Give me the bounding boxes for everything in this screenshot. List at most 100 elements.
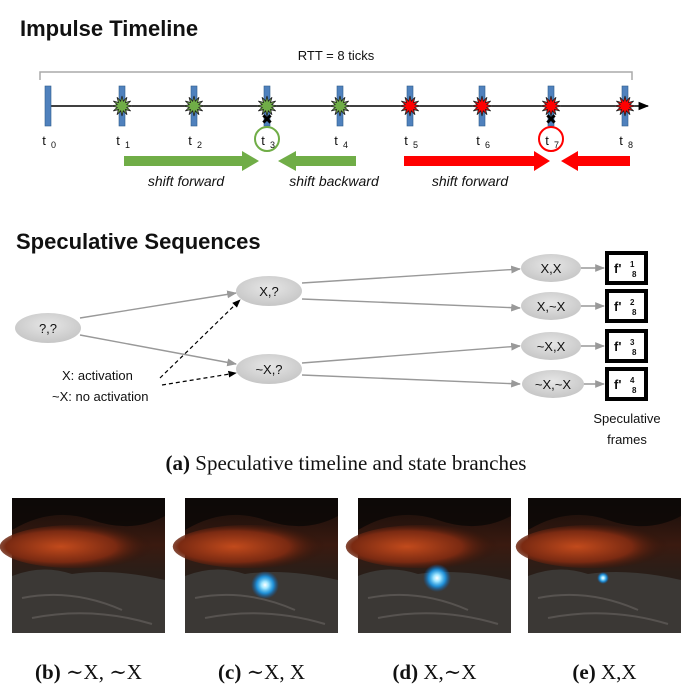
tick-label: t xyxy=(42,133,46,148)
frame-inner xyxy=(609,371,644,397)
speculative-frame: f' 28 xyxy=(605,289,648,323)
red-shift-forward-arrow xyxy=(404,151,550,171)
node-x-x-label: X,X xyxy=(541,261,562,276)
frames-caption-line1: Speculative xyxy=(593,411,660,426)
panel-caption-label: (e) xyxy=(572,660,595,684)
cave-ground xyxy=(12,569,165,633)
node-notx-notx-label: ~X,~X xyxy=(535,377,571,392)
frame-sup: 2 xyxy=(630,298,635,307)
tick-label: t xyxy=(261,133,265,148)
speculative-frame: f' 38 xyxy=(605,329,648,363)
lava-glow xyxy=(515,525,669,569)
rtt-brace xyxy=(39,71,633,80)
frame-main: f' xyxy=(614,261,621,276)
cave-ceiling xyxy=(185,498,338,530)
green-burst-icon xyxy=(329,95,351,117)
node-x-notx: X,~X xyxy=(521,292,581,320)
green-burst-icon xyxy=(111,95,133,117)
frame-sup: 1 xyxy=(630,260,635,269)
frame-inner xyxy=(609,255,644,281)
ground-texture xyxy=(21,593,153,625)
frame-main: f' xyxy=(614,299,621,314)
panel-caption-text: ∼X, ∼X xyxy=(61,660,142,684)
frame-sup: 3 xyxy=(630,338,635,347)
tick-subscript: 2 xyxy=(197,140,202,150)
node-x-notx-label: X,~X xyxy=(537,299,566,314)
tick-label: t xyxy=(116,133,120,148)
tick-label: t xyxy=(476,133,480,148)
frame-sub: 8 xyxy=(632,270,637,279)
tick-label: t xyxy=(619,133,623,148)
cave-ceiling xyxy=(358,498,511,530)
cross-icon: ✖ xyxy=(545,111,557,127)
activation-glow xyxy=(597,572,609,584)
caption-a-label: (a) xyxy=(166,451,191,475)
tick-label: t xyxy=(334,133,338,148)
green-shift-backward-arrow xyxy=(278,151,356,171)
node-x-x: X,X xyxy=(521,254,581,282)
caption-a: (a) Speculative timeline and state branc… xyxy=(166,451,527,475)
panel-caption-text: X,∼X xyxy=(418,660,476,684)
node-notx-x-label: ~X,X xyxy=(537,339,566,354)
node-x-unknown-label: X,? xyxy=(259,284,279,299)
red-burst-icon xyxy=(471,95,493,117)
panel-caption: (d) X,∼X xyxy=(392,660,476,684)
frame-inner xyxy=(609,333,644,359)
node-notx-unknown-label: ~X,? xyxy=(255,362,282,377)
cave-ceiling xyxy=(528,498,681,530)
speculative-frame: f' 18 xyxy=(605,251,648,285)
tick-subscript: 8 xyxy=(628,140,633,150)
tick-subscript: 7 xyxy=(554,140,559,150)
red-forward-label: shift forward xyxy=(432,173,509,189)
green-burst-icon xyxy=(256,95,278,117)
screenshot-panel: (e) X,X xyxy=(515,498,681,684)
tick-subscript: 1 xyxy=(125,140,130,150)
tick-subscript: 3 xyxy=(270,140,275,150)
tick-label: t xyxy=(188,133,192,148)
frame-main: f' xyxy=(614,339,621,354)
lava-glow xyxy=(0,525,153,569)
red-burst-icon xyxy=(614,95,636,117)
tick-subscript: 6 xyxy=(485,140,490,150)
speculative-frames: f'18f'28f'38f'48 xyxy=(605,251,648,401)
panel-caption-text: ∼X, X xyxy=(241,660,305,684)
screenshot-panel: (d) X,∼X xyxy=(345,498,511,684)
panel-caption: (e) X,X xyxy=(572,660,636,684)
screenshot-panels: (b) ∼X, ∼X (c) ∼X, X (d) X,∼X (e) X,X xyxy=(0,498,681,684)
node-notx-x: ~X,X xyxy=(521,332,581,360)
frame-sub: 8 xyxy=(632,308,637,317)
cave-ceiling xyxy=(12,498,165,530)
legend-activation: X: activation xyxy=(62,368,133,383)
frame-sup: 4 xyxy=(630,376,635,385)
frame-sub: 8 xyxy=(632,348,637,357)
tick-label: t xyxy=(545,133,549,148)
panel-caption: (b) ∼X, ∼X xyxy=(35,660,142,684)
speculative-sequences-title: Speculative Sequences xyxy=(16,229,261,254)
panel-caption-label: (c) xyxy=(218,660,241,684)
tick-subscript: 4 xyxy=(343,140,348,150)
legend-no-activation: ~X: no activation xyxy=(52,389,148,404)
activation-glow xyxy=(251,571,279,599)
panel-caption-text: X,X xyxy=(596,660,637,684)
tick-label: t xyxy=(404,133,408,148)
frames-caption-line2: frames xyxy=(607,432,647,447)
speculative-frame: f'48 xyxy=(605,367,648,401)
ground-texture xyxy=(194,593,326,625)
node-root: ?,? xyxy=(15,313,81,343)
screenshot-panel: (c) ∼X, X xyxy=(172,498,338,684)
green-backward-label: shift backward xyxy=(289,173,380,189)
node-x-unknown: X,? xyxy=(236,276,302,306)
cross-icon: ✖ xyxy=(261,111,273,127)
ground-texture xyxy=(367,593,499,625)
screenshot-panel: (b) ∼X, ∼X xyxy=(0,498,165,684)
green-burst-icon xyxy=(183,95,205,117)
panel-caption: (c) ∼X, X xyxy=(218,660,305,684)
